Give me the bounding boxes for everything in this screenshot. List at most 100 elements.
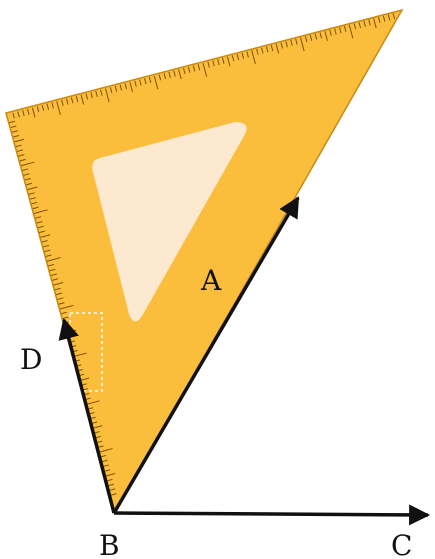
ruler-tick <box>16 149 24 152</box>
ruler-tick <box>29 197 37 200</box>
ruler-tick <box>52 278 59 281</box>
ruler-tick <box>324 30 328 41</box>
ruler-tick <box>104 469 111 472</box>
ruler-tick <box>212 60 215 67</box>
ruler-tick <box>382 15 386 22</box>
ruler-tick <box>109 488 116 491</box>
ruler-tick <box>129 81 133 92</box>
ruler-tick <box>27 108 30 115</box>
ruler-tick <box>85 400 100 405</box>
ruler-tick <box>58 302 65 305</box>
ruler-tick <box>24 178 31 181</box>
ruler-tick <box>192 65 196 72</box>
ruler-tick <box>95 90 98 97</box>
ruler-tick <box>66 98 69 105</box>
ruler-tick <box>290 39 293 46</box>
ruler-tick <box>32 206 39 210</box>
ruler-tick <box>105 473 116 477</box>
ruler-tick <box>22 110 25 117</box>
ruler-tick <box>275 43 280 54</box>
ruler-tick <box>10 125 17 129</box>
ruler-tick <box>85 93 89 100</box>
vector-bd <box>58 317 116 514</box>
ruler-tick <box>45 254 52 257</box>
ruler-tick <box>295 38 298 45</box>
ruler-tick <box>19 158 26 162</box>
ruler-tick <box>92 425 103 429</box>
ruler-tick <box>37 225 44 229</box>
ruler-tick <box>51 102 54 109</box>
label-c: C <box>391 529 412 559</box>
set-square-ruler <box>5 8 404 515</box>
ruler-tick <box>163 73 167 80</box>
ruler-tick <box>100 454 107 458</box>
ruler-tick <box>36 220 43 224</box>
ruler-tick <box>280 42 284 49</box>
ruler-tick <box>265 46 269 53</box>
ruler-tick <box>202 62 208 77</box>
ruler-tick <box>41 104 45 112</box>
ruler-tick <box>80 94 85 105</box>
ruler-tick <box>11 130 18 133</box>
ruler-tick <box>12 112 15 119</box>
ruler-cutout <box>92 122 247 322</box>
ruler-tick <box>70 97 74 104</box>
ruler-tick <box>13 135 20 138</box>
ruler-tick <box>18 154 25 157</box>
ruler-tick <box>314 33 318 40</box>
ruler-tick <box>100 89 103 96</box>
ruler-tick <box>153 75 159 90</box>
ruler-tick <box>387 14 391 21</box>
ruler-tick <box>378 16 381 24</box>
ruler-tick <box>358 22 362 29</box>
ruler-ticks-top <box>12 13 396 119</box>
ruler-tick <box>270 45 274 52</box>
ruler-tick <box>44 249 51 253</box>
vector-bc <box>113 504 431 526</box>
ruler-tick <box>373 18 377 29</box>
ruler-tick <box>75 96 79 103</box>
ruler-tick <box>48 263 55 267</box>
ruler-tick <box>173 70 176 77</box>
ruler-tick <box>107 483 115 487</box>
ruler-tick <box>348 24 354 39</box>
ruler-tick <box>353 23 357 30</box>
ruler-tick <box>53 282 64 286</box>
ruler-tick <box>109 87 113 94</box>
ruler-tick <box>90 92 93 99</box>
ruler-tick <box>39 230 46 234</box>
ruler-tick <box>158 74 162 81</box>
ruler-tick <box>134 80 137 87</box>
ruler-tick <box>368 19 371 26</box>
ruler-tick <box>55 292 63 296</box>
ruler-tick <box>98 448 113 453</box>
ruler-tick <box>168 71 171 78</box>
ruler-tick <box>339 27 342 34</box>
ruler-tick <box>226 56 231 67</box>
ruler-tick <box>40 234 51 238</box>
label-a: A <box>200 264 222 297</box>
ruler-tick <box>119 84 123 91</box>
ruler-tick <box>46 257 61 262</box>
ruler-tick <box>110 493 117 496</box>
ruler-tick <box>56 101 61 115</box>
ruler-tick <box>57 297 64 300</box>
ruler-tick <box>17 111 20 118</box>
ruler-tick <box>101 459 108 463</box>
ruler-tick <box>54 287 61 291</box>
ruler-tick <box>31 107 36 118</box>
ruler-tick <box>178 69 182 80</box>
vector-ba <box>112 196 300 514</box>
ruler-tick <box>256 48 259 55</box>
ruler-tick <box>197 64 201 71</box>
ruler-tick <box>35 216 42 219</box>
ruler-tick <box>187 66 191 73</box>
ruler-tick <box>300 37 305 52</box>
ruler-tick <box>27 186 38 191</box>
ruler-tick <box>207 61 210 68</box>
ruler-tick <box>309 34 313 41</box>
ruler-tick <box>50 273 57 277</box>
ruler-tick <box>114 85 118 92</box>
ruler-tick <box>124 83 128 90</box>
